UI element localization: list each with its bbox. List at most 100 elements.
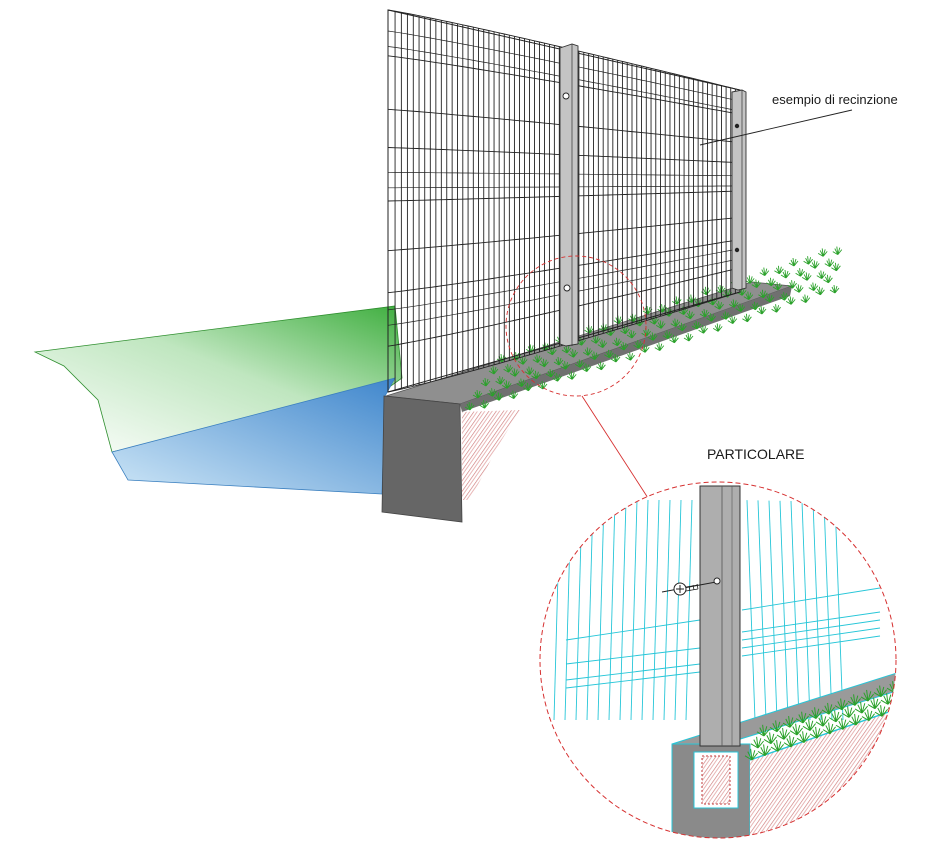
grass-tuft-icon	[641, 328, 651, 337]
grass-tuft-icon	[598, 323, 609, 332]
detail-wire-vertical	[586, 499, 594, 721]
grass-tuft-icon	[654, 342, 665, 351]
grass-tuft-icon	[633, 340, 643, 349]
grass-tuft-icon	[707, 296, 718, 306]
grass-tuft-icon	[770, 740, 784, 752]
grass-tuft-icon	[860, 689, 874, 702]
grass-tuft-icon	[715, 284, 726, 294]
detail-post	[699, 485, 741, 747]
mesh-outline	[387, 9, 741, 393]
grass-tuft-icon	[779, 292, 789, 301]
grass-tuft-icon	[728, 299, 739, 308]
grass-tuft-icon	[757, 744, 771, 757]
grass-tuft-icon	[821, 702, 835, 715]
concrete-curb	[381, 281, 793, 523]
grass-tuft-icon	[568, 349, 578, 358]
grass-tuft-icon	[795, 711, 809, 724]
grass-tuft-icon	[873, 685, 887, 698]
grass-tuft-icon	[780, 269, 791, 279]
grass-tuft-icon	[677, 322, 687, 332]
grass-tuft-icon	[848, 713, 862, 726]
grass-tuft-icon	[763, 732, 777, 745]
detail-wire-vertical	[790, 501, 800, 721]
grass-tuft-icon	[787, 280, 797, 289]
grass-tuft-icon	[764, 293, 775, 303]
grass-tuft-icon	[691, 320, 702, 330]
grass-tuft-icon	[785, 296, 796, 305]
grass-strip	[464, 246, 843, 411]
grass-tuft-icon	[769, 720, 783, 733]
grass-tuft-icon	[847, 694, 861, 706]
grass-tuft-icon	[472, 389, 483, 399]
grass-tuft-icon	[523, 382, 533, 392]
grass-tuft-icon	[795, 268, 805, 277]
fence-post-rear	[731, 89, 747, 291]
fence-post-front	[559, 43, 579, 347]
grass-tuft-icon	[678, 306, 689, 315]
grass-tuft-icon	[670, 318, 681, 327]
grass-tuft-icon	[808, 282, 819, 291]
detail-wire-vertical	[779, 500, 789, 721]
grass-tuft-icon	[657, 304, 667, 313]
detail-wire-vertical	[674, 499, 682, 721]
grass-tuft-icon	[727, 315, 738, 324]
grass-tuft-icon	[766, 277, 776, 287]
grass-tuft-icon	[744, 748, 758, 761]
grass-tuft-icon	[589, 351, 600, 360]
grass-tuft-icon	[817, 248, 828, 257]
grass-tuft-icon	[620, 325, 630, 335]
embankment	[33, 305, 403, 495]
grass-tuft-icon	[893, 688, 896, 701]
grass-tuft-icon	[517, 356, 528, 365]
grass-tuft-icon	[655, 320, 666, 329]
grass-tuft-icon	[756, 724, 770, 737]
grass-tuft-icon	[714, 301, 724, 310]
detail-wire-vertical	[685, 499, 693, 721]
grass-tuft-icon	[582, 347, 593, 356]
grass-tuft-icon	[539, 358, 549, 368]
grass-tuft-icon	[516, 378, 527, 387]
grass-tuft-icon	[590, 335, 601, 344]
grass-tuft-icon	[758, 289, 768, 299]
grass-tuft-icon	[626, 329, 637, 339]
grass-tuft-icon	[829, 284, 840, 294]
detail-wire-vertical	[757, 500, 767, 721]
grass-tuft-icon	[501, 380, 512, 389]
grass-tuft-icon	[867, 697, 881, 710]
grass-tuft-icon	[900, 677, 913, 688]
grass-tuft-icon	[815, 286, 825, 296]
detail-fold	[741, 619, 881, 649]
detail-wire-vertical	[823, 501, 833, 721]
callout-circle-large	[539, 481, 897, 839]
grass-tuft-icon	[686, 294, 697, 303]
grass-tuft-icon	[800, 294, 811, 303]
grass-tuft-icon	[647, 332, 658, 341]
grass-tuft-icon	[597, 339, 608, 348]
grass-tuft-icon	[809, 260, 820, 269]
detail-wire-vertical	[630, 499, 638, 721]
grass-tuft-icon	[662, 330, 673, 339]
grass-tuft-icon	[841, 706, 855, 718]
grass-tuft-icon	[735, 303, 746, 312]
grass-tuft-icon	[834, 698, 848, 711]
detail-wire-vertical	[597, 499, 605, 721]
grass-tuft-icon	[808, 707, 822, 719]
grass-tuft-icon	[756, 305, 767, 315]
grass-tuft-icon	[831, 262, 841, 272]
grass-tuft-icon	[545, 368, 556, 378]
grass-tuft-icon	[576, 337, 586, 346]
bolt-hole-icon	[562, 92, 570, 100]
grass-tuft-icon	[669, 334, 679, 344]
fence-example-label: esempio di recinzione	[772, 92, 898, 107]
grass-tuft-icon	[547, 346, 557, 356]
grass-tuft-icon	[861, 709, 875, 722]
bolt-hole-icon	[563, 284, 571, 292]
grass-tuft-icon	[537, 380, 548, 390]
grass-tuft-icon	[823, 274, 833, 284]
grass-tuft-icon	[618, 341, 629, 351]
detail-wire-vertical	[619, 499, 627, 721]
grass-tuft-icon	[736, 287, 747, 296]
grass-tuft-icon	[487, 388, 497, 397]
grass-tuft-icon	[639, 344, 650, 353]
